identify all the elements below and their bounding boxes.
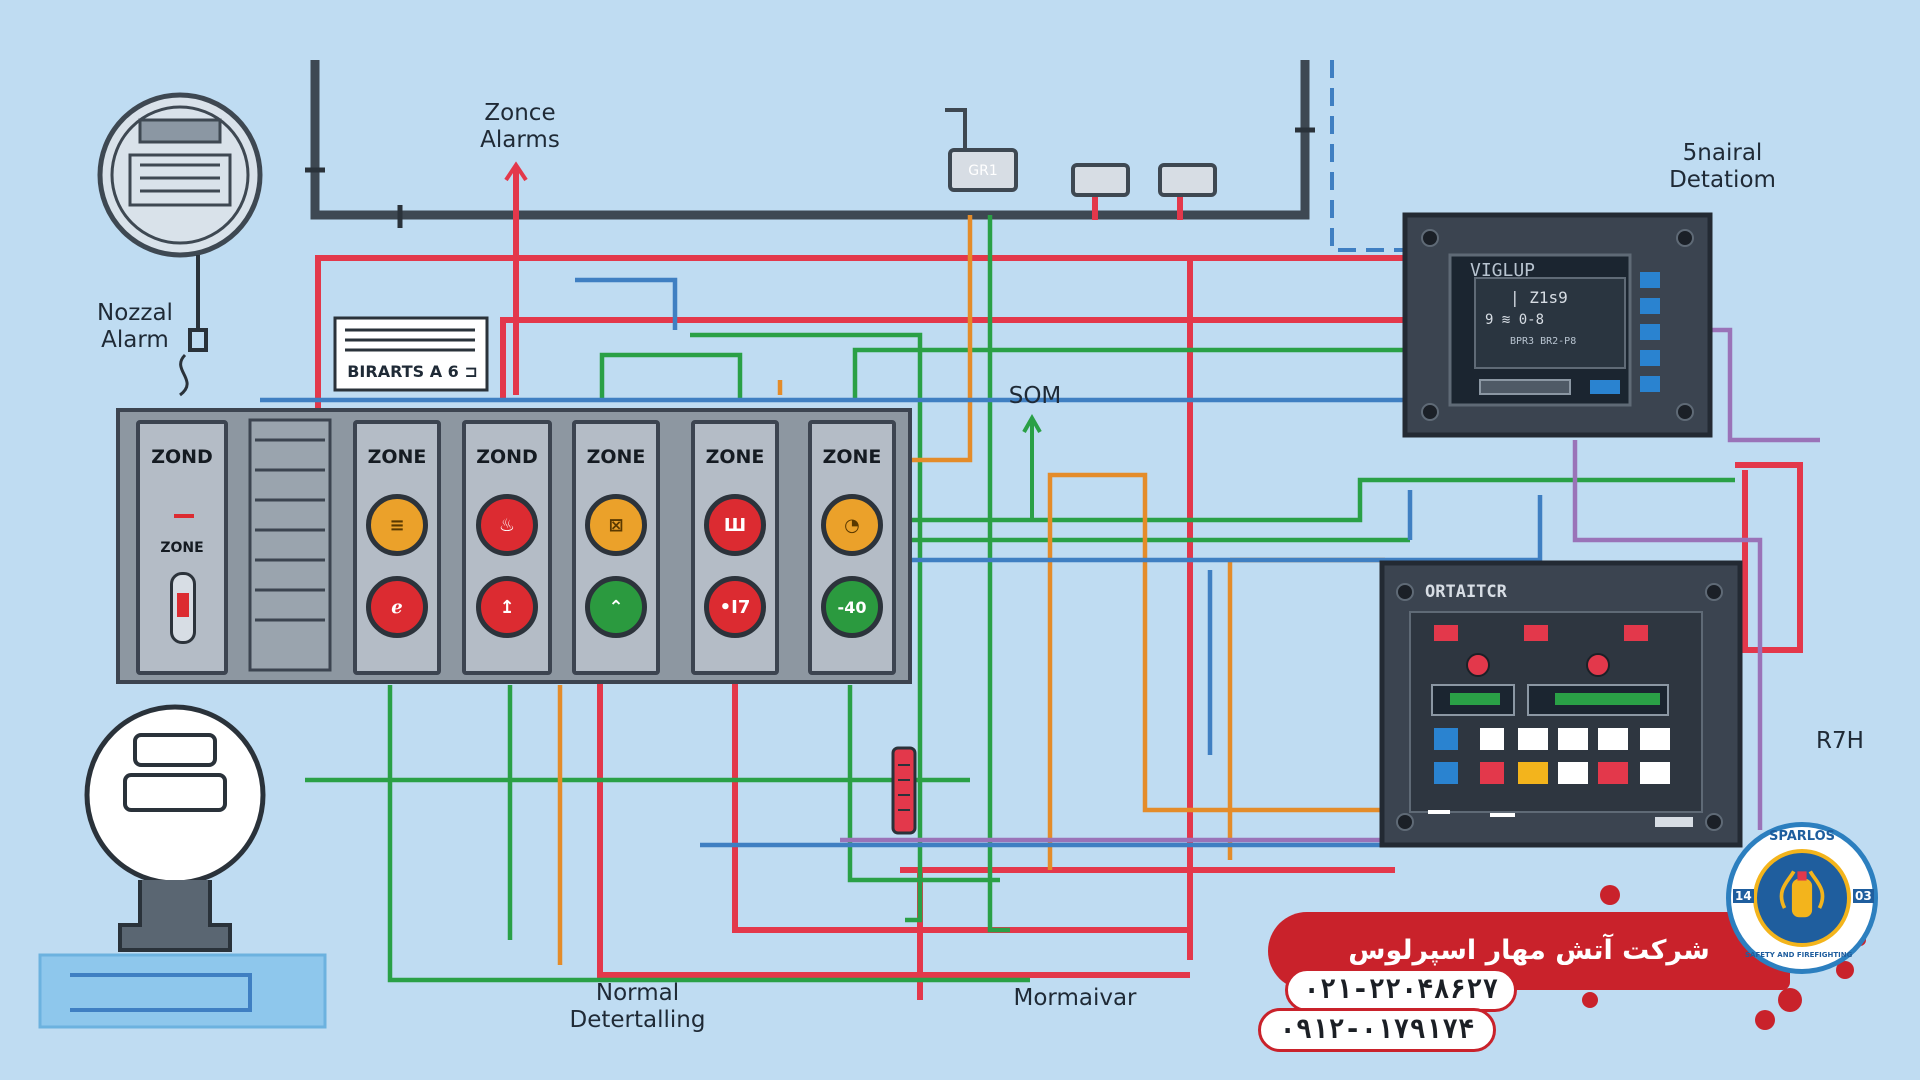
label-zone-alarms: Zonce Alarms <box>480 100 560 153</box>
zone-title: ZONE <box>822 446 882 468</box>
label-mormaivar: Mormaivar <box>1013 985 1137 1011</box>
zone-normal-lamp: ⌃ <box>585 576 647 638</box>
phone-number-1: ۰۲۱-۲۲۰۴۸۶۲۷ <box>1285 968 1517 1012</box>
zone-indicator-dash <box>174 514 194 518</box>
zone-rack-rails <box>248 418 332 672</box>
zone-alarm-lamp: ⊠ <box>585 494 647 556</box>
purple-wires <box>840 327 1820 843</box>
badge-left-number: 14 <box>1733 889 1754 903</box>
rack-ladder <box>255 438 325 622</box>
zone-trouble-lamp: ℯ <box>366 576 428 638</box>
badge-tagline: SAFETY AND FIREFIGHTING <box>1745 951 1853 959</box>
badge-right-number: 03 <box>1853 889 1874 903</box>
monitor-line-2: 9 ≋ 0-8 <box>1485 312 1545 328</box>
control-panel-title: ORTAITCR <box>1425 582 1507 602</box>
zone-title: ZOND <box>151 446 213 468</box>
zone-module-2: ZONE ≡ ℯ <box>353 420 441 675</box>
zone-title: ZONE <box>367 446 427 468</box>
nozzle-alarm-device <box>97 92 263 397</box>
main-pipe <box>310 60 1310 220</box>
zone-trouble-lamp: •Ι7 <box>704 576 766 638</box>
flow-switch-device <box>38 704 327 1029</box>
monitor-title: VIGLUP <box>1470 260 1536 281</box>
zone-switch[interactable] <box>170 572 196 644</box>
panel-screws <box>1396 229 1723 831</box>
zone-module-1: ZOND ZONE <box>136 420 228 675</box>
zone-alarm-lamp: ♨ <box>476 494 538 556</box>
monitor-line-1: | Z1s9 <box>1510 288 1568 307</box>
zone-module-5: ZONE Ш •Ι7 <box>691 420 779 675</box>
zone-alarm-lamp: ≡ <box>366 494 428 556</box>
label-nozzle-alarm: Nozzal Alarm <box>97 300 173 353</box>
green-wires <box>305 215 1735 983</box>
pressure-gauge <box>891 746 917 835</box>
valve-1 <box>1071 163 1130 197</box>
valve-gr1 <box>945 108 1018 192</box>
control-panel-keys <box>1434 728 1670 784</box>
dashed-blue-line <box>1330 60 1410 252</box>
valve-2 <box>1158 163 1217 197</box>
som-arrow <box>1022 413 1042 520</box>
zone-alarm-lamp: Ш <box>704 494 766 556</box>
zone-module-6: ZONE ◔ -40 <box>808 420 896 675</box>
zone-alarm-lamp: ◔ <box>821 494 883 556</box>
company-banner: شرکت آتش مهار اسپرلوس <box>1268 912 1790 990</box>
zone-trouble-lamp: ↥ <box>476 576 538 638</box>
label-birarts: BIRARTS A 6 ⊐ <box>347 362 478 381</box>
zone-title: ZONE <box>586 446 646 468</box>
brand-splash <box>1582 885 1866 1030</box>
phone-number-2: ۰۹۱۲-۰۱۷۹۱۷۴ <box>1258 1008 1496 1052</box>
badge-name: SPARLOS <box>1769 829 1836 844</box>
zone-title: ZONE <box>705 446 765 468</box>
label-r7h: R7H <box>1816 728 1864 754</box>
zone-normal-lamp: -40 <box>821 576 883 638</box>
zone-title: ZOND <box>476 446 538 468</box>
label-normal-detecting: Normal Detertalling <box>569 980 706 1033</box>
zone-subtitle: ZONE <box>160 540 204 556</box>
zone-module-4: ZONE ⊠ ⌃ <box>572 420 660 675</box>
zone-alarms-arrow <box>504 161 528 240</box>
company-logo-badge: SPARLOS SAFETY AND FIREFIGHTING 14 03 <box>1726 822 1878 974</box>
monitor-line-3: BPR3 BR2-P8 <box>1510 336 1577 347</box>
logo-emblem <box>1753 849 1851 947</box>
pipe-joint <box>305 127 1315 228</box>
label-gr1: GR1 <box>968 163 998 179</box>
label-signal-detection: 5nairal Detatiom <box>1669 140 1776 193</box>
extinguisher-icon <box>1779 870 1825 918</box>
label-som: SOM <box>1008 383 1062 409</box>
blue-wires <box>260 277 1543 848</box>
zone-module-3: ZOND ♨ ↥ <box>462 420 552 675</box>
